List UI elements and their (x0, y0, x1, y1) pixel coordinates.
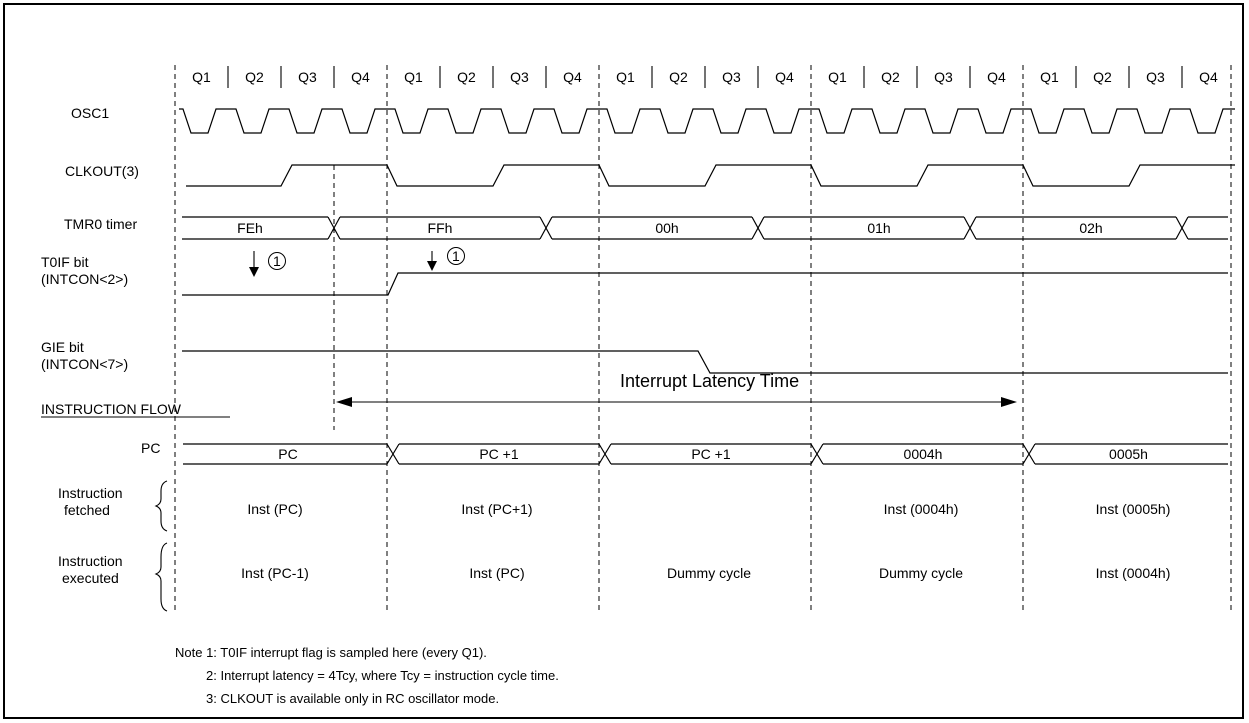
clkout-label: CLKOUT(3) (65, 163, 139, 179)
tmr0-value: FEh (237, 220, 263, 236)
quarter-label: Q2 (881, 69, 900, 85)
quarter-label: Q4 (987, 69, 1006, 85)
quarter-label: Q4 (563, 69, 582, 85)
quarter-label: Q2 (1093, 69, 1112, 85)
pc-value: 0005h (1109, 446, 1148, 462)
t0if-label-line1: T0IF bit (41, 254, 89, 270)
osc1-waveform (179, 108, 1235, 134)
quarter-label: Q3 (510, 69, 529, 85)
pc-value: PC +1 (479, 446, 519, 462)
executed-row: Inst (PC-1) Inst (PC) Dummy cycle Dummy cyc… (241, 565, 1170, 581)
sample-marker-2: 1 (427, 247, 465, 271)
quarter-label: Q3 (1146, 69, 1165, 85)
t0if-waveform (182, 272, 1228, 296)
sample-marker-1: 1 (249, 251, 286, 277)
executed-instruction: Dummy cycle (667, 565, 751, 581)
osc1-label: OSC1 (71, 105, 109, 121)
quarter-label: Q1 (192, 69, 211, 85)
fetched-label-line2: fetched (64, 502, 110, 518)
tmr0-value: 00h (655, 220, 678, 236)
pc-value: PC +1 (691, 446, 731, 462)
tmr0-value: FFh (428, 220, 453, 236)
tmr0-value: 01h (867, 220, 890, 236)
quarter-label: Q3 (298, 69, 317, 85)
gie-label-line2: (INTCON<7>) (41, 356, 128, 372)
quarter-label: Q1 (404, 69, 423, 85)
fetched-instruction: Inst (0005h) (1096, 501, 1171, 517)
pc-label: PC (141, 440, 160, 456)
executed-instruction: Inst (PC) (469, 565, 524, 581)
tmr0-bus: FEh FFh 00h 01h 02h (182, 216, 1228, 240)
cycle-boundary-lines (174, 65, 1232, 613)
quarter-label: Q3 (722, 69, 741, 85)
executed-instruction: Inst (0004h) (1096, 565, 1171, 581)
fetched-instruction: Inst (0004h) (884, 501, 959, 517)
quarter-labels: Q1 Q2 Q3 Q4 Q1 Q2 Q3 Q4 Q1 Q2 Q3 Q4 Q1 Q2 Q3 Q4 Q1 Q2 Q3 Q4 (192, 66, 1218, 88)
quarter-label: Q2 (457, 69, 476, 85)
latency-label: Interrupt Latency Time (620, 371, 799, 391)
quarter-label: Q2 (245, 69, 264, 85)
gie-label-line1: GIE bit (41, 339, 84, 355)
fetched-instruction: Inst (PC+1) (461, 501, 532, 517)
pc-value: PC (278, 446, 297, 462)
quarter-label: Q4 (775, 69, 794, 85)
timing-diagram: Q1 Q2 Q3 Q4 Q1 Q2 Q3 Q4 Q1 Q2 Q3 Q4 Q1 Q2 Q3 Q4 Q1 Q2 Q3 Q4… (41, 65, 1235, 706)
quarter-label: Q4 (351, 69, 370, 85)
note-1: Note 1: T0IF interrupt flag is sampled h… (175, 645, 487, 660)
executed-label-line1: Instruction (58, 553, 123, 569)
sample-marker-2-label: 1 (452, 248, 460, 264)
quarter-label: Q2 (669, 69, 688, 85)
quarter-label: Q1 (828, 69, 847, 85)
pc-bus: PC PC +1 PC +1 0004h 0005h (183, 443, 1228, 465)
quarter-label: Q1 (1040, 69, 1059, 85)
executed-brace (154, 542, 168, 612)
fetched-brace (154, 480, 168, 532)
fetched-row: Inst (PC) Inst (PC+1) Inst (0004h) Inst (00… (247, 501, 1170, 517)
pc-value: 0004h (904, 446, 943, 462)
executed-instruction: Inst (PC-1) (241, 565, 309, 581)
timing-diagram-frame: Q1 Q2 Q3 Q4 Q1 Q2 Q3 Q4 Q1 Q2 Q3 Q4 Q1 Q2 Q3 Q4 Q1 Q2 Q3 Q4… (3, 3, 1244, 719)
gie-waveform (182, 350, 1228, 374)
fetched-label-line1: Instruction (58, 485, 123, 501)
instruction-flow-label: INSTRUCTION FLOW (41, 401, 182, 417)
sample-marker-1-label: 1 (273, 253, 281, 269)
quarter-label: Q1 (616, 69, 635, 85)
executed-label-line2: executed (62, 570, 119, 586)
fetched-instruction: Inst (PC) (247, 501, 302, 517)
latency-arrow (336, 397, 1017, 407)
clkout-waveform (186, 164, 1235, 187)
note-3: 3: CLKOUT is available only in RC oscill… (206, 691, 499, 706)
quarter-label: Q3 (934, 69, 953, 85)
tmr0-value: 02h (1079, 220, 1102, 236)
note-2: 2: Interrupt latency = 4Tcy, where Tcy =… (206, 668, 559, 683)
quarter-label: Q4 (1199, 69, 1218, 85)
executed-instruction: Dummy cycle (879, 565, 963, 581)
tmr0-label: TMR0 timer (64, 216, 137, 232)
t0if-label-line2: (INTCON<2>) (41, 271, 128, 287)
